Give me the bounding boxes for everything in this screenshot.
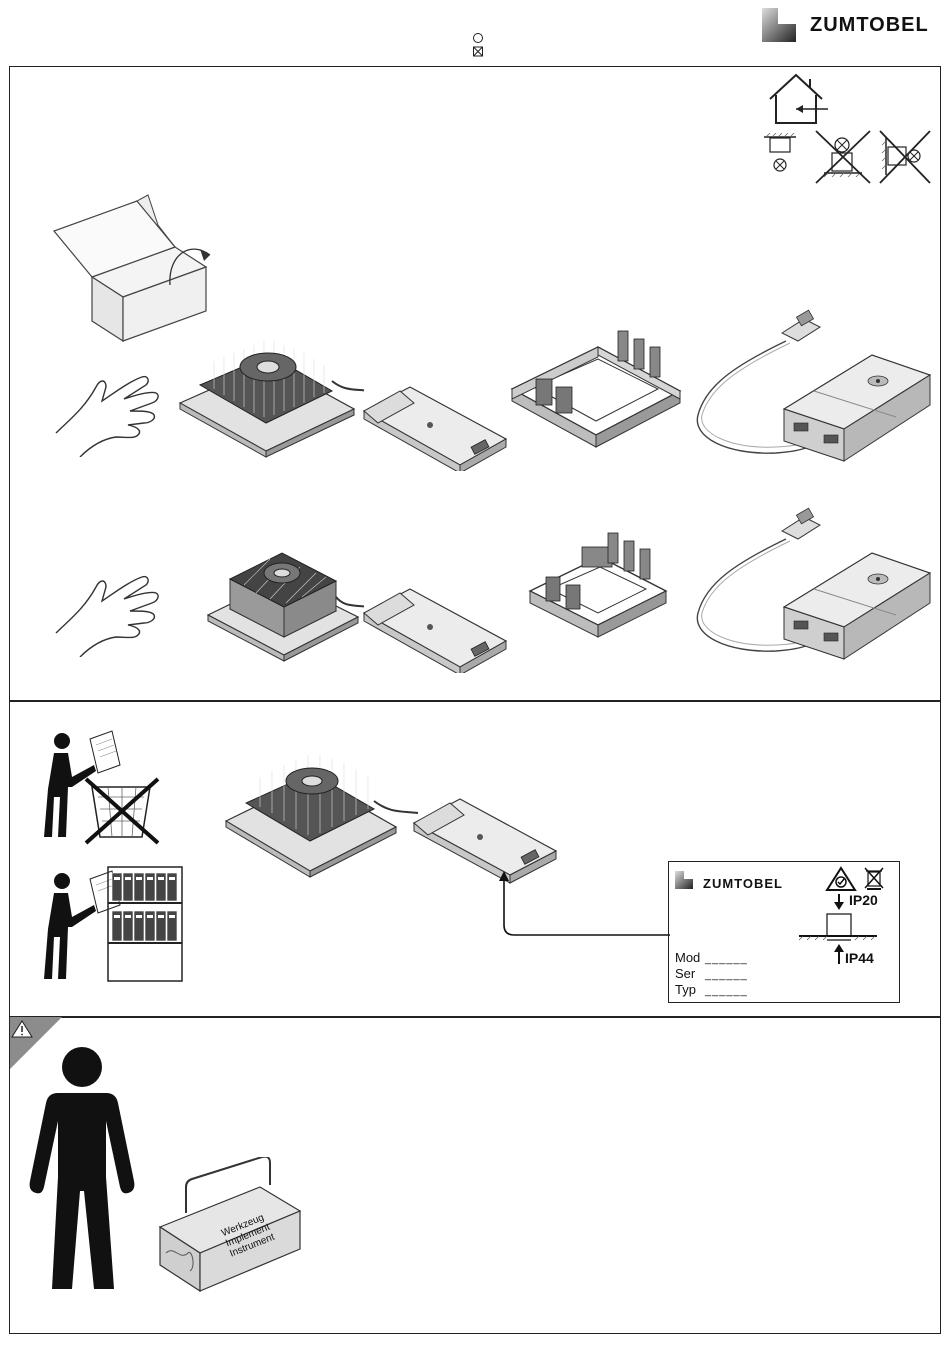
label-brand-name: ZUMTOBEL: [703, 876, 783, 891]
weee-bin-icon: [863, 866, 885, 890]
brand-logo: ZUMTOBEL: [762, 8, 929, 42]
ceiling-mount-prohibited-icon: [812, 129, 874, 185]
ip-rating-bottom: IP44: [845, 950, 874, 966]
driver-unit-small: [360, 583, 510, 673]
label-field-mod: Mod ______: [675, 950, 748, 965]
panel-qualified-installer: Werkzeug Implement Instrument: [9, 1016, 941, 1334]
connection-box-small: [686, 503, 942, 673]
label-pointer-arrow: [490, 871, 690, 941]
mounting-frame-small: [524, 527, 674, 645]
heatsink-luminaire-small: [204, 537, 364, 667]
ip-rating-top: IP20: [849, 892, 878, 908]
driver-unit-large: [360, 381, 510, 471]
header-symbols: [470, 30, 486, 60]
logo-mark-icon: [762, 8, 796, 42]
wall-mount-prohibited-icon: [876, 129, 934, 185]
hand-icon-2: [50, 567, 160, 657]
panel-keep-instructions: ZUMTOBEL IP20 IP44 Mod ____: [9, 700, 941, 1018]
open-box-icon: [50, 185, 230, 345]
brand-name: ZUMTOBEL: [810, 14, 929, 37]
indoor-house-icon: [766, 71, 830, 129]
connection-box-large: [686, 305, 942, 475]
hand-icon: [50, 367, 160, 457]
person-file-instructions-icon: [38, 863, 188, 983]
ceiling-mount-allowed-icon: [762, 133, 798, 177]
rcm-mark-icon: [825, 866, 857, 892]
panel-package-contents: [9, 66, 941, 702]
person-discard-prohibited-icon: [38, 725, 168, 845]
heatsink-luminaire-large: [174, 331, 364, 471]
mounting-frame-large: [506, 325, 686, 465]
label-field-typ: Typ ______: [675, 982, 748, 997]
luminaire-with-driver: [220, 741, 560, 891]
label-field-ser: Ser ______: [675, 966, 748, 981]
label-logo-mark-icon: [675, 871, 693, 889]
product-type-label: ZUMTOBEL IP20 IP44 Mod ____: [668, 861, 900, 1003]
installer-person-icon: [28, 1045, 138, 1293]
